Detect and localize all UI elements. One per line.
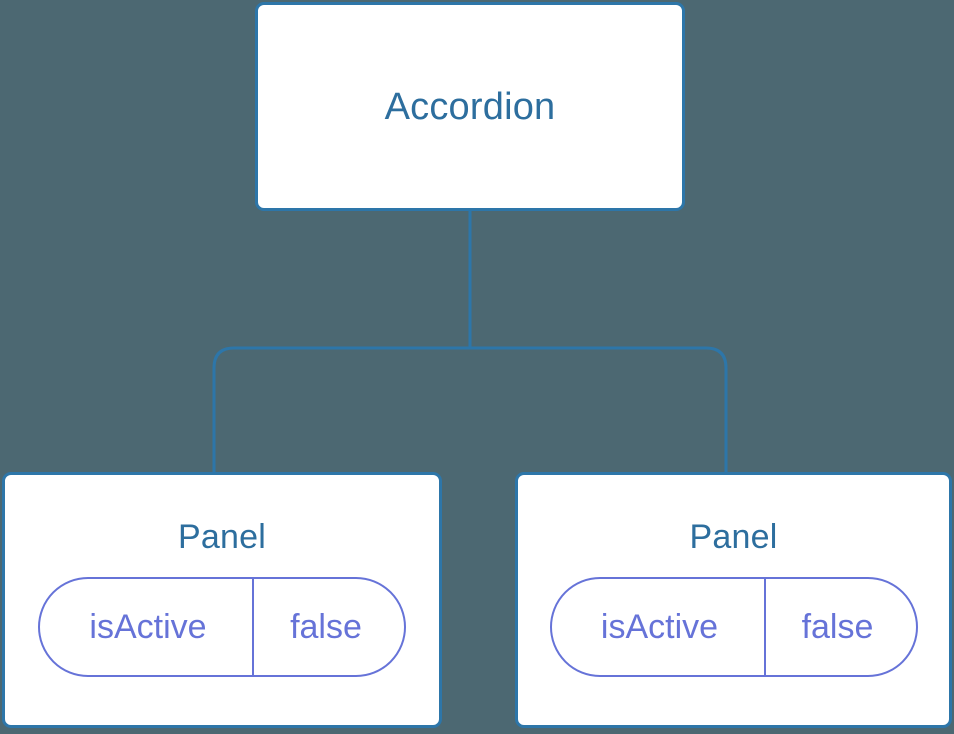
prop-key: isActive xyxy=(552,579,766,675)
node-title: Accordion xyxy=(384,85,556,128)
prop-pill[interactable]: isActive false xyxy=(549,577,918,677)
node-title: Panel xyxy=(178,518,266,556)
node-accordion[interactable]: Accordion xyxy=(255,2,685,211)
node-panel-1[interactable]: Panel isActive false xyxy=(2,472,442,728)
connector-child-bus xyxy=(212,346,728,472)
node-panel-2[interactable]: Panel isActive false xyxy=(515,472,952,728)
node-title: Panel xyxy=(689,518,778,556)
prop-pill[interactable]: isActive false xyxy=(38,577,406,677)
prop-value: false xyxy=(801,608,874,646)
prop-value: false xyxy=(290,608,362,646)
prop-key: isActive xyxy=(40,579,254,675)
